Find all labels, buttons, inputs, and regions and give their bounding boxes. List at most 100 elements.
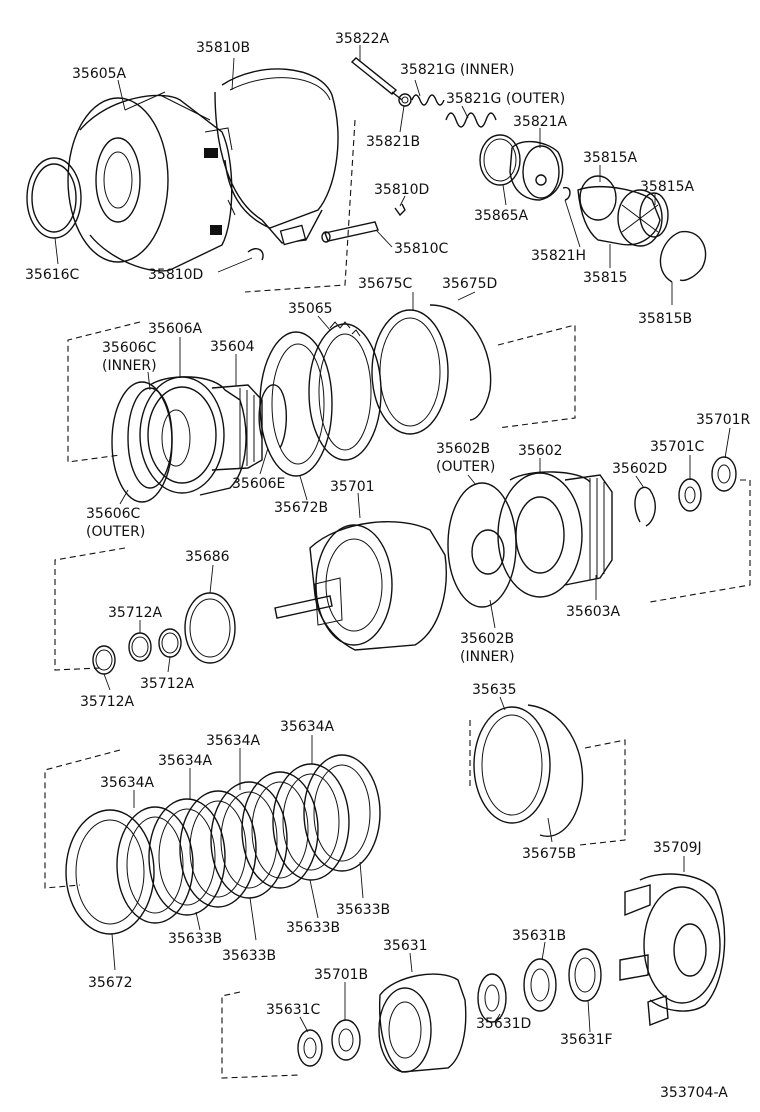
pin-35810C [321,221,379,243]
label-35616C: 35616C [25,267,80,283]
part-labels: 35605A 35810B 35822A 35821G (INNER) 3582… [25,31,751,1101]
bearing-35631B [523,958,557,1012]
label-35631C: 35631C [266,1002,321,1018]
ring-35686 [184,592,236,664]
oring-35865A [479,134,521,186]
label-35602B-outer-tag: (OUTER) [436,459,495,475]
piston-35606A [139,376,247,496]
label-35633B-1: 35633B [336,902,390,918]
label-35712A-a: 35712A [80,694,135,710]
spring-35821G-inner [411,94,445,106]
label-35602B-inner-tag: (INNER) [460,649,515,665]
label-35602: 35602 [518,443,563,459]
ring-35712A-b [128,632,152,662]
label-35065: 35065 [288,301,333,317]
label-35701C: 35701C [650,439,705,455]
label-35604: 35604 [210,339,255,355]
snapring-35675B [527,704,584,837]
clip-35810D-upper [394,203,406,217]
label-35701R: 35701R [696,412,751,428]
label-35631B: 35631B [512,928,566,944]
label-35709J: 35709J [653,840,702,856]
plate-35672B [259,331,333,477]
label-35635: 35635 [472,682,517,698]
ring-35712A-c [158,628,182,658]
label-35810C: 35810C [394,241,449,257]
spring-35821G-outer [445,112,497,128]
label-35675D: 35675D [442,276,497,292]
label-35821A: 35821A [513,114,568,130]
drum-35602 [497,471,591,598]
clip-35821H [562,186,571,201]
group-outlines [44,119,751,1079]
seal-35602B-outer [447,482,517,608]
label-35633B-2: 35633B [286,920,340,936]
label-35821G-inner: 35821G (INNER) [400,62,514,78]
washer-35821B [398,93,412,107]
label-35606C-inner-tag: (INNER) [102,358,157,374]
label-35606C-inner-num: 35606C [102,340,157,356]
oring-35815A-1 [579,175,617,221]
pushrod-35822A [350,57,403,101]
shaft-35701 [274,521,447,651]
label-35672: 35672 [88,975,133,991]
reference-code: 353704-A [660,1085,728,1101]
snapring-35606E [258,384,288,449]
label-35631: 35631 [383,938,428,954]
carrier-35709J [619,873,726,1026]
label-35602B-inner-num: 35602B [460,631,514,647]
label-35815A-1: 35815A [583,150,638,166]
label-35631F: 35631F [560,1032,613,1048]
clip-35810D-lower [247,248,264,261]
label-35602B-outer-num: 35602B [436,441,490,457]
label-35701B: 35701B [314,967,368,983]
label-35675B: 35675B [522,846,576,862]
bearing-35701B [331,1019,361,1061]
disc-35065 [308,321,382,461]
label-35606E: 35606E [232,476,285,492]
ring-35616C [26,157,82,239]
piston-35821A [509,141,564,201]
plate-35672 [65,809,155,935]
oring-35606C-outer [111,381,173,503]
label-35686: 35686 [185,549,230,565]
bearing-35701C [678,478,702,512]
snapring-35675D [429,304,492,421]
label-35602D: 35602D [612,461,667,477]
label-35606C-outer-num: 35606C [86,506,141,522]
snapring-35602D [634,486,656,527]
hub-35603A [564,474,613,586]
seal-35602B-inner [471,529,505,575]
label-35821B: 35821B [366,134,420,150]
label-35634A-4: 35634A [100,775,155,791]
label-35865A: 35865A [474,208,529,224]
snapring-35815B [659,230,707,283]
label-35815A-2: 35815A [640,179,695,195]
race-35631C [297,1029,323,1067]
label-35821G-outer: 35821G (OUTER) [446,91,565,107]
label-35810D-lower: 35810D [148,267,203,283]
label-35603A: 35603A [566,604,621,620]
label-35634A-3: 35634A [158,753,213,769]
washer-35631D [477,973,507,1023]
plate-stack [116,754,381,924]
label-35712A-b: 35712A [108,605,163,621]
label-35810D-upper: 35810D [374,182,429,198]
label-35712A-c: 35712A [140,676,195,692]
label-35605A: 35605A [72,66,127,82]
label-35672B: 35672B [274,500,328,516]
label-35606C-outer-tag: (OUTER) [86,524,145,540]
race-35631F [568,948,602,1002]
oring-35815A-2 [639,192,669,238]
label-35815B: 35815B [638,311,692,327]
plate-35635 [473,706,551,824]
label-35675C: 35675C [358,276,413,292]
label-35631D: 35631D [476,1016,531,1032]
race-35701R [711,456,737,492]
label-35701: 35701 [330,479,375,495]
label-35633B-4: 35633B [222,948,276,964]
ring-35712A-a [92,645,116,675]
leader-lines [54,45,731,1033]
label-35821H: 35821H [531,248,586,264]
